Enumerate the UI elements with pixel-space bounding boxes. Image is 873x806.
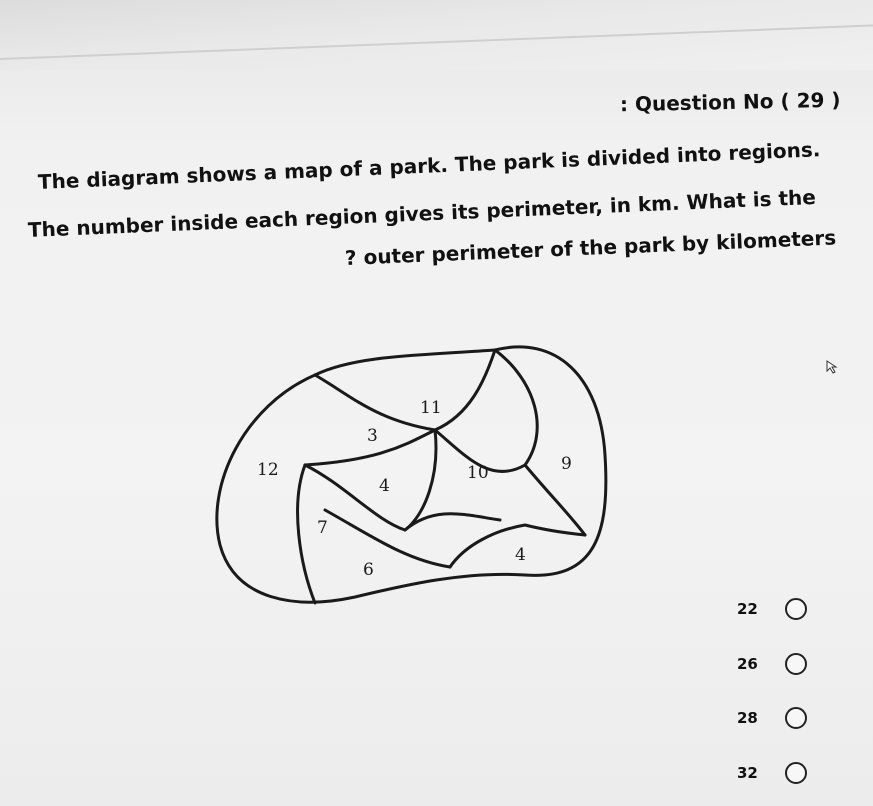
option-28[interactable]: 28 <box>737 707 807 729</box>
question-text-line-1: The diagram shows a map of a park. The p… <box>37 137 821 194</box>
region-label-11: 11 <box>420 398 442 418</box>
region-border <box>313 348 497 432</box>
page-top-band <box>0 0 873 70</box>
region-label-4a: 4 <box>379 476 390 496</box>
region-border <box>323 508 452 569</box>
option-label: 28 <box>737 709 758 727</box>
park-map-diagram: 11 3 12 4 10 9 7 6 4 <box>215 345 608 605</box>
region-border <box>433 428 527 473</box>
region-label-7: 7 <box>317 518 328 538</box>
option-26[interactable]: 26 <box>737 653 807 675</box>
region-border <box>303 428 437 467</box>
region-label-9: 9 <box>561 454 572 474</box>
radio-button[interactable] <box>785 707 807 729</box>
region-label-3: 3 <box>367 426 378 446</box>
region-border <box>296 463 317 605</box>
radio-button[interactable] <box>785 653 807 675</box>
region-label-6: 6 <box>363 560 374 580</box>
option-label: 26 <box>737 655 758 673</box>
question-text-line-3: ? outer perimeter of the park by kilomet… <box>344 225 837 270</box>
region-border <box>448 523 587 569</box>
region-border <box>493 348 587 537</box>
radio-button[interactable] <box>785 762 807 784</box>
region-label-10: 10 <box>467 463 489 483</box>
option-label: 22 <box>737 600 758 618</box>
option-32[interactable]: 32 <box>737 762 807 784</box>
option-22[interactable]: 22 <box>737 598 807 620</box>
region-label-12: 12 <box>257 460 279 480</box>
region-border <box>403 512 502 532</box>
question-number: : Question No ( 29 ) <box>619 87 841 117</box>
mouse-cursor-icon <box>826 360 838 374</box>
region-label-4b: 4 <box>515 545 526 565</box>
option-label: 32 <box>737 764 758 782</box>
radio-button[interactable] <box>785 598 807 620</box>
